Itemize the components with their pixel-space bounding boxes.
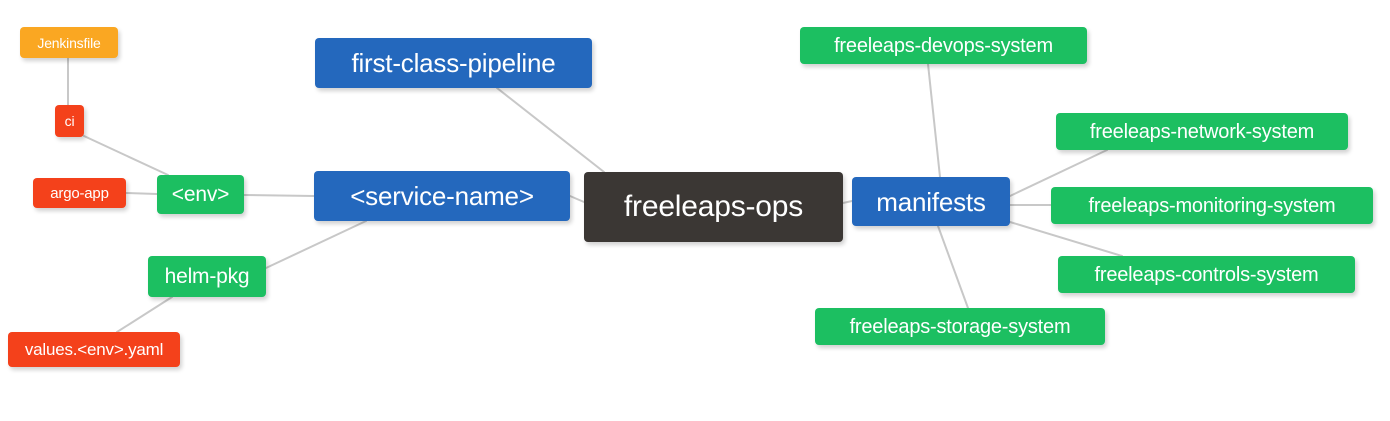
node-monitoring-system[interactable]: freeleaps-monitoring-system	[1051, 187, 1373, 224]
node-values-yaml[interactable]: values.<env>.yaml	[8, 332, 180, 367]
node-argo-app[interactable]: argo-app	[33, 178, 126, 208]
edge-helm-pkg-to-values-yaml	[116, 296, 173, 333]
node-storage-system[interactable]: freeleaps-storage-system	[815, 308, 1105, 345]
edge-service-name-to-helm-pkg	[265, 220, 367, 269]
node-env[interactable]: <env>	[157, 175, 244, 214]
node-controls-system[interactable]: freeleaps-controls-system	[1058, 256, 1355, 293]
edge-manifests-to-controls-system	[1009, 221, 1123, 257]
node-jenkinsfile[interactable]: Jenkinsfile	[20, 27, 118, 58]
node-network-system[interactable]: freeleaps-network-system	[1056, 113, 1348, 150]
edge-freeleaps-ops-to-service-name	[569, 195, 585, 203]
edge-env-to-argo-app	[125, 192, 158, 195]
edge-env-to-ci	[83, 135, 169, 176]
edge-manifests-to-storage-system	[937, 225, 969, 309]
edge-freeleaps-ops-to-first-class	[496, 87, 605, 173]
node-helm-pkg[interactable]: helm-pkg	[148, 256, 266, 297]
edge-freeleaps-ops-to-manifests	[842, 200, 853, 204]
edge-service-name-to-env	[243, 194, 315, 197]
node-ci[interactable]: ci	[55, 105, 84, 137]
edge-manifests-to-devops-system	[927, 63, 941, 178]
node-first-class[interactable]: first-class-pipeline	[315, 38, 592, 88]
node-devops-system[interactable]: freeleaps-devops-system	[800, 27, 1087, 64]
node-freeleaps-ops[interactable]: freeleaps-ops	[584, 172, 843, 242]
node-service-name[interactable]: <service-name>	[314, 171, 570, 221]
node-manifests[interactable]: manifests	[852, 177, 1010, 226]
